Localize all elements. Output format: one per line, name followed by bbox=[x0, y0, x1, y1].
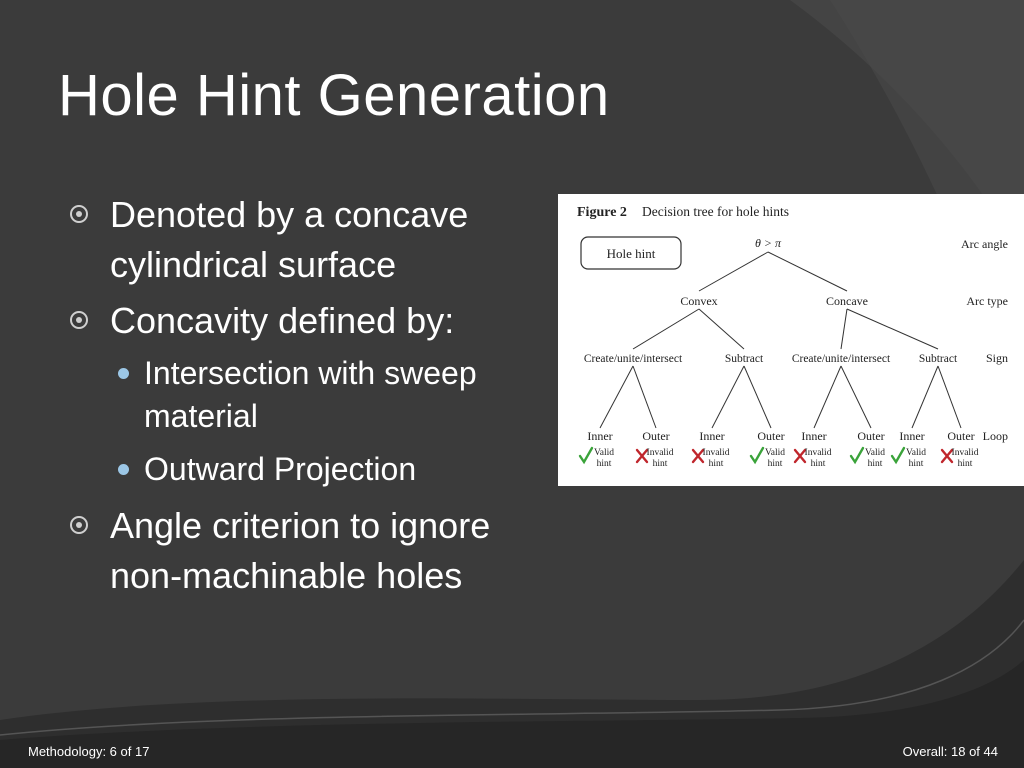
bullet-item: Concavity defined by: bbox=[70, 296, 560, 346]
decision-tree-diagram: Figure 2 Decision tree for hole hints Ho… bbox=[577, 204, 1008, 469]
hint-result-label: hint bbox=[958, 459, 973, 469]
level-label: Loop bbox=[983, 429, 1008, 443]
hole-hint-box-label: Hole hint bbox=[607, 246, 656, 261]
target-bullet-icon bbox=[70, 311, 88, 329]
tree-edge bbox=[698, 308, 745, 350]
loop-node: Outer bbox=[947, 429, 974, 443]
cross-icon bbox=[793, 448, 807, 464]
sign-node: Subtract bbox=[919, 353, 958, 365]
check-icon bbox=[890, 446, 906, 465]
bullet-text: Angle criterion to ignore non-machinable… bbox=[110, 505, 491, 596]
loop-node: Inner bbox=[899, 429, 924, 443]
level-label: Arc angle bbox=[961, 237, 1008, 251]
hint-result-label: hint bbox=[811, 459, 826, 469]
check-icon bbox=[578, 446, 594, 465]
target-bullet-icon bbox=[70, 205, 88, 223]
level-label: Arc type bbox=[966, 294, 1008, 308]
hint-result-label: hint bbox=[653, 459, 668, 469]
tree-edge bbox=[813, 365, 842, 429]
overall-progress: Overall: 18 of 44 bbox=[902, 744, 998, 759]
check-icon bbox=[849, 446, 865, 465]
hint-result-label: Invalid bbox=[703, 448, 730, 458]
tree-edge bbox=[743, 365, 772, 429]
sign-node: Subtract bbox=[725, 353, 764, 365]
loop-node: Inner bbox=[699, 429, 724, 443]
hint-result-label: hint bbox=[868, 459, 883, 469]
sub-bullet-text: Intersection with sweep material bbox=[144, 355, 477, 434]
hint-result-label: Invalid bbox=[647, 448, 674, 458]
cross-icon bbox=[691, 448, 705, 464]
hint-result-label: hint bbox=[597, 459, 612, 469]
bullet-item: Denoted by a concave cylindrical surface bbox=[70, 190, 560, 290]
hint-result-label: Valid bbox=[594, 448, 614, 458]
target-bullet-icon bbox=[70, 516, 88, 534]
loop-node: Inner bbox=[587, 429, 612, 443]
tree-edge bbox=[599, 365, 634, 429]
check-icon bbox=[749, 446, 765, 465]
cross-icon bbox=[635, 448, 649, 464]
sub-bullet-item: Outward Projection bbox=[70, 448, 560, 491]
bullet-text: Denoted by a concave cylindrical surface bbox=[110, 194, 469, 285]
sub-bullet-text: Outward Projection bbox=[144, 451, 417, 487]
tree-edge bbox=[911, 365, 939, 429]
loop-node: Outer bbox=[857, 429, 884, 443]
tree-edges bbox=[599, 251, 962, 429]
sub-bullet-item: Intersection with sweep material bbox=[70, 352, 560, 438]
tree-edge bbox=[632, 365, 657, 429]
figure-label: Figure 2 bbox=[577, 205, 627, 220]
arc-type-node: Convex bbox=[680, 294, 717, 308]
loop-node: Outer bbox=[642, 429, 669, 443]
bullet-text: Concavity defined by: bbox=[110, 300, 455, 341]
arc-type-node: Concave bbox=[826, 294, 868, 308]
tree-edge bbox=[711, 365, 745, 429]
bullet-list: Denoted by a concave cylindrical surface… bbox=[70, 190, 560, 607]
decision-tree-figure: Figure 2 Decision tree for hole hints Ho… bbox=[558, 194, 1024, 486]
section-progress: Methodology: 6 of 17 bbox=[28, 744, 150, 759]
root-node: θ > π bbox=[755, 236, 782, 250]
level-label: Sign bbox=[986, 351, 1008, 365]
sub-bullet-list: Intersection with sweep material Outward… bbox=[70, 352, 560, 491]
hint-result-label: Valid bbox=[906, 448, 926, 458]
bullet-item: Angle criterion to ignore non-machinable… bbox=[70, 501, 560, 601]
dot-bullet-icon bbox=[118, 464, 129, 475]
hint-result-label: Valid bbox=[765, 448, 785, 458]
hint-result-label: hint bbox=[909, 459, 924, 469]
hint-result-label: Invalid bbox=[805, 448, 832, 458]
tree-edge bbox=[937, 365, 962, 429]
hole-hint-box bbox=[580, 236, 682, 270]
cross-icon bbox=[940, 448, 954, 464]
tree-edge bbox=[840, 308, 848, 350]
hint-result-label: hint bbox=[768, 459, 783, 469]
tree-edge bbox=[767, 251, 848, 292]
hint-result-label: hint bbox=[709, 459, 724, 469]
hint-result-label: Invalid bbox=[952, 448, 979, 458]
loop-node: Outer bbox=[757, 429, 784, 443]
slide-title: Hole Hint Generation bbox=[58, 63, 610, 128]
tree-edge bbox=[632, 308, 700, 350]
tree-edge bbox=[698, 251, 769, 292]
hint-result-label: Valid bbox=[865, 448, 885, 458]
tree-edge bbox=[840, 365, 872, 429]
tree-edge bbox=[846, 308, 939, 350]
sign-node: Create/unite/intersect bbox=[584, 353, 683, 365]
sign-node: Create/unite/intersect bbox=[792, 353, 891, 365]
figure-caption: Decision tree for hole hints bbox=[642, 204, 789, 219]
dot-bullet-icon bbox=[118, 368, 129, 379]
loop-node: Inner bbox=[801, 429, 826, 443]
